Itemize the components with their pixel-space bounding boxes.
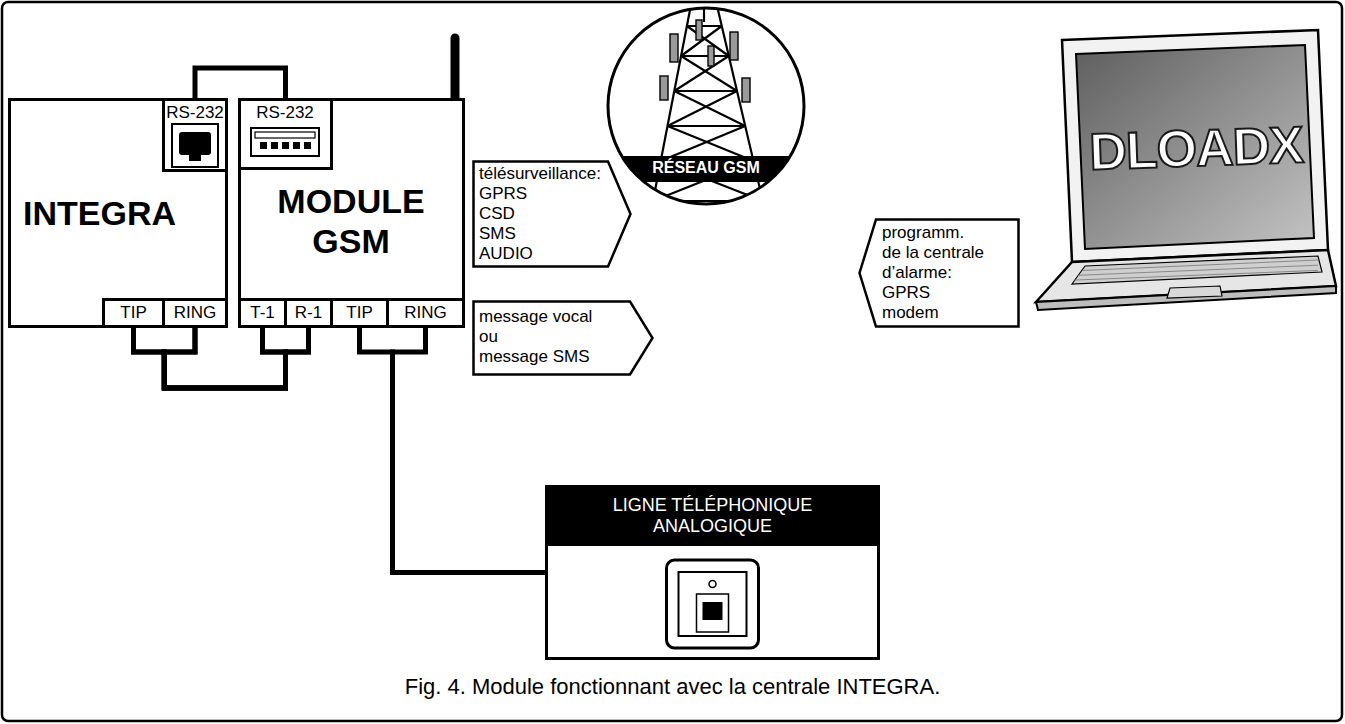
keyboard xyxy=(1072,256,1322,284)
header-pin xyxy=(304,142,311,149)
figure-caption: Fig. 4. Module fonctionnant avec la cent… xyxy=(405,674,941,699)
callout-outline xyxy=(860,220,1019,327)
header-pin xyxy=(260,142,267,149)
callout-outline xyxy=(474,302,653,375)
terminal: RING xyxy=(162,298,228,328)
rs232-port: RS-232 xyxy=(238,98,333,170)
antenna xyxy=(451,38,460,100)
key-row xyxy=(1078,265,1318,275)
antenna-panel xyxy=(670,34,678,62)
laptop-edge xyxy=(1036,286,1336,310)
node-label: message vocal ou message SMS xyxy=(479,307,592,367)
node-label: DLOADX xyxy=(1088,114,1304,181)
laptop-lid xyxy=(1062,30,1328,262)
node-label: télésurveillance: GPRS CSD SMS AUDIO xyxy=(479,164,601,264)
tower-bar xyxy=(681,55,729,57)
tower-brace xyxy=(674,56,729,91)
terminal: TIP xyxy=(330,298,389,328)
terminal: T-1 xyxy=(238,298,287,328)
terminal-label: T-1 xyxy=(250,303,275,323)
antenna-panel xyxy=(708,46,714,66)
tower xyxy=(606,6,806,210)
tower-bar xyxy=(687,25,722,27)
port-label: RS-232 xyxy=(166,103,224,123)
terminal-label: RING xyxy=(404,303,447,323)
callout-arrow: programm. de la centrale d’alarme: GPRS … xyxy=(858,218,1020,328)
antenna-panel xyxy=(742,78,750,102)
socket-screw xyxy=(709,581,716,588)
laptop-screen xyxy=(1076,45,1314,249)
port-label: RS-232 xyxy=(256,103,314,123)
node-label: INTEGRA xyxy=(23,193,176,233)
socket-jack xyxy=(703,602,723,620)
node-label: MODULE GSM xyxy=(277,181,424,261)
terminal: RING xyxy=(386,298,465,328)
header-frame xyxy=(251,128,319,156)
wire xyxy=(164,328,285,388)
phone-line-box: LIGNE TÉLÉPHONIQUE ANALOGIQUE xyxy=(545,485,880,660)
terminal-label: R-1 xyxy=(295,303,322,323)
antenna-panel xyxy=(660,76,668,100)
socket-face xyxy=(679,572,747,636)
terminal: TIP xyxy=(102,298,165,328)
socket-plate xyxy=(667,560,759,648)
tower-brace xyxy=(668,126,754,161)
tower-bar xyxy=(674,90,737,92)
terminal-label: TIP xyxy=(120,303,146,323)
antenna-panel xyxy=(696,20,702,40)
socket-insert xyxy=(697,594,729,632)
rs232-port: RS-232 xyxy=(162,98,228,172)
terminal-label: RING xyxy=(174,303,217,323)
tower-bar xyxy=(668,125,746,127)
callout-arrow: message vocal ou message SMS xyxy=(472,300,654,376)
caption: Fig. 4. Module fonctionnant avec la cent… xyxy=(0,674,1345,700)
key-row xyxy=(1074,270,1318,280)
socket-jack xyxy=(179,132,211,161)
tower-brace xyxy=(674,91,745,126)
label-band xyxy=(606,156,806,182)
key-row xyxy=(1082,260,1318,271)
header-pin xyxy=(282,142,289,149)
circle-ground xyxy=(608,8,804,204)
terminal-label: TIP xyxy=(346,303,372,323)
tower-brace xyxy=(661,126,746,161)
node-label: RÉSEAU GSM xyxy=(652,157,760,179)
gsm-network-circle: RÉSEAU GSM xyxy=(606,6,806,206)
antenna-panel xyxy=(730,32,738,60)
callout-arrow: télésurveillance: GPRS CSD SMS AUDIO xyxy=(472,160,632,268)
node-label: programm. de la centrale d’alarme: GPRS … xyxy=(882,223,984,323)
wire xyxy=(134,328,309,388)
node-label: LIGNE TÉLÉPHONIQUE ANALOGIQUE xyxy=(548,488,877,546)
wire xyxy=(195,68,286,98)
socket-frame xyxy=(172,124,218,167)
header-pin xyxy=(293,142,300,149)
tower-brace xyxy=(668,91,738,126)
keyboard-keys xyxy=(1074,260,1318,280)
header-latch xyxy=(255,132,315,138)
circle-outline xyxy=(608,8,804,204)
gsm-module: RS-232T-1 R-1 TIP RING MODULE GSM xyxy=(238,98,465,328)
laptop-screen-label: DLOADX xyxy=(1085,60,1307,242)
touchpad xyxy=(1167,286,1222,298)
terminal: R-1 xyxy=(284,298,333,328)
header-pin xyxy=(271,142,278,149)
callout-outline xyxy=(474,162,631,267)
wire xyxy=(134,328,286,388)
control-panel: RS-232TIP RING INTEGRA xyxy=(8,98,228,328)
tower-bar xyxy=(653,200,763,202)
wire xyxy=(164,328,308,388)
